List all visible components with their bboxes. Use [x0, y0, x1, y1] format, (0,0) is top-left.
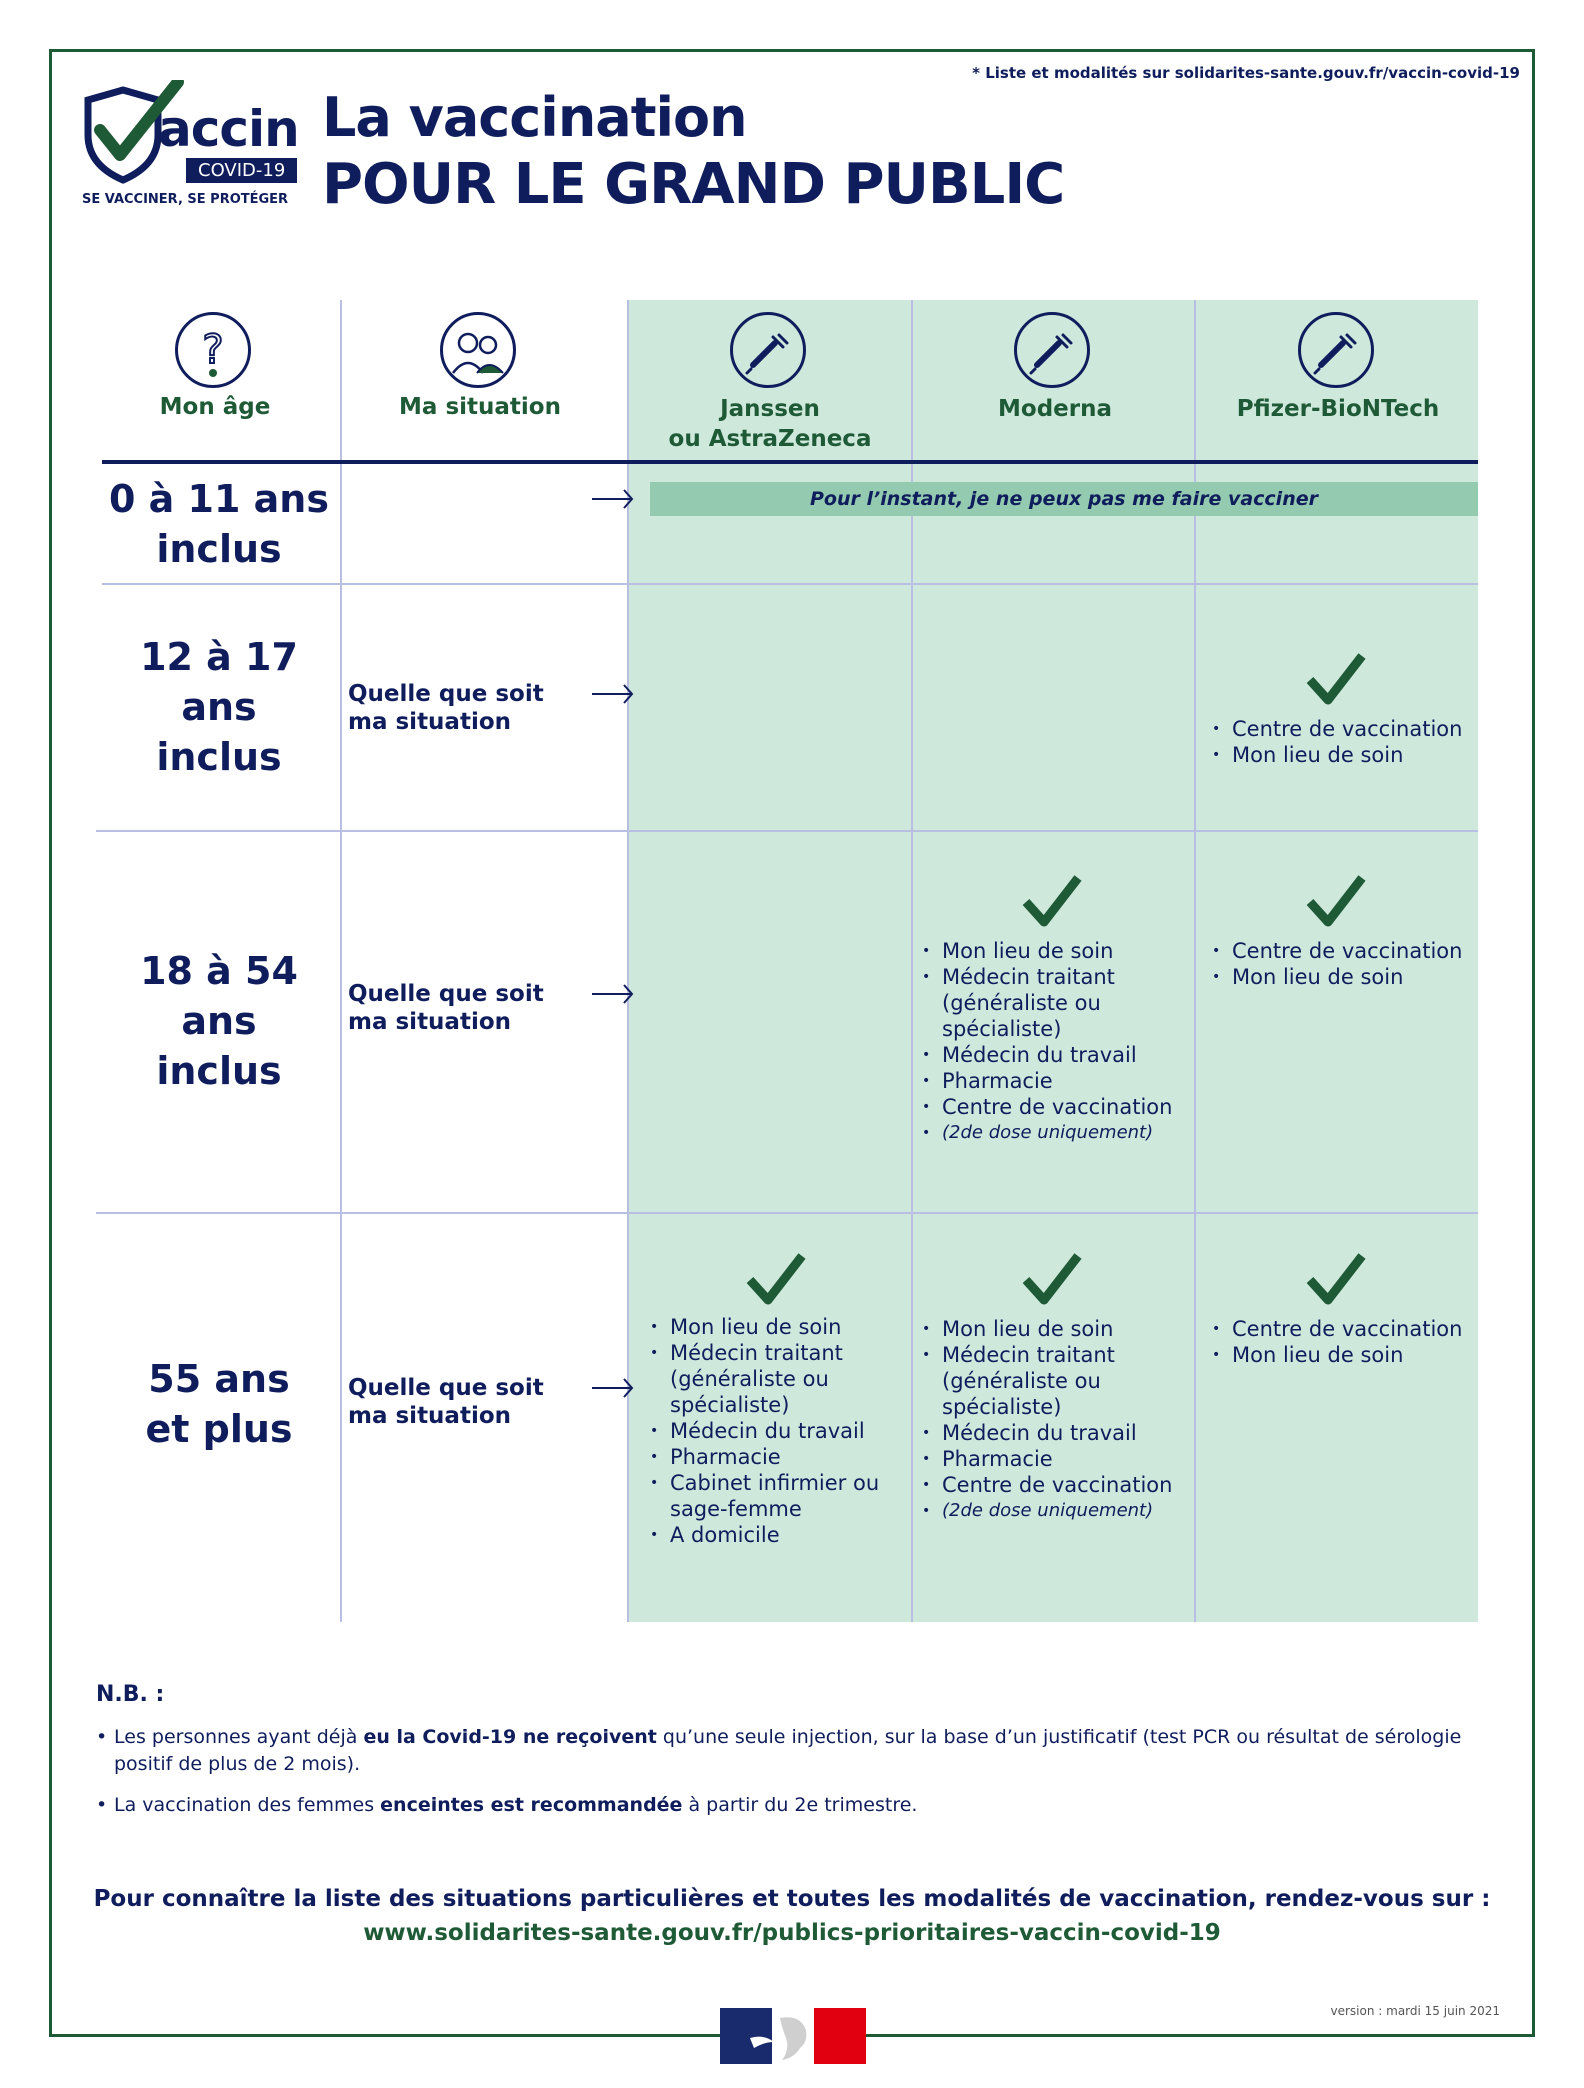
age-row-12-17: 12 à 17 ans inclus: [140, 635, 298, 779]
janssen-locations-55-plus: Mon lieu de soin Médecin traitant (génér…: [650, 1314, 910, 1548]
nb-item-pregnancy: La vaccination des femmes enceintes est …: [96, 1792, 1486, 1819]
logo-word: accin: [158, 100, 300, 158]
row-divider-2: [96, 830, 1478, 832]
nb-item-covid: Les personnes ayant déjà eu la Covid-19 …: [96, 1724, 1486, 1778]
header-moderna: Moderna: [998, 396, 1112, 422]
arrow-right-icon: [592, 489, 634, 509]
header-janssen: Janssen ou AstraZeneca: [668, 396, 872, 452]
header-divider: [102, 460, 1478, 464]
syringe-icon: [730, 312, 806, 388]
check-icon: [1306, 653, 1366, 705]
moderna-locations-55-plus: Mon lieu de soin Médecin traitant (génér…: [922, 1316, 1182, 1524]
header-pfizer: Pfizer-BioNTech: [1236, 396, 1440, 422]
moderna-locations-18-54: Mon lieu de soin Médecin traitant (génér…: [922, 938, 1182, 1146]
row-divider-1: [102, 583, 1478, 585]
vaccin-logo: accin COVID-19 SE VACCINER, SE PROTÉGER: [78, 80, 300, 210]
footer-url-link[interactable]: www.solidarites-sante.gouv.fr/publics-pr…: [363, 1920, 1221, 1946]
title-line2: POUR LE GRAND PUBLIC: [322, 152, 1065, 217]
check-icon: [1022, 1253, 1082, 1305]
republique-francaise-logo: [720, 2008, 866, 2064]
header-age: Mon âge: [159, 394, 271, 420]
age-row-0-11: 0 à 11 ans inclus: [109, 477, 329, 571]
check-icon: [746, 1253, 806, 1305]
header-situation: Ma situation: [399, 394, 561, 420]
footer-text: Pour connaître la liste des situations p…: [93, 1886, 1491, 1912]
svg-text:?: ?: [202, 327, 223, 373]
grid-vline-2: [627, 300, 629, 1622]
version-label: version : mardi 15 juin 2021: [1330, 2004, 1500, 2018]
check-icon: [1306, 1253, 1366, 1305]
grid-vline-4: [1194, 300, 1196, 1622]
grid-vline-1: [340, 300, 342, 1622]
arrow-right-icon: [592, 684, 634, 704]
arrow-right-icon: [592, 984, 634, 1004]
nb-title: N.B. :: [96, 1682, 165, 1707]
grid-vline-3: [911, 300, 913, 1622]
situation-row-12-17: Quelle que soit ma situation: [348, 681, 544, 735]
not-eligible-banner: Pour l’instant, je ne peux pas me faire …: [650, 482, 1478, 516]
title-line1: La vaccination: [322, 86, 748, 149]
people-icon: [440, 312, 516, 388]
age-row-55-plus: 55 ans et plus: [145, 1357, 293, 1451]
logo-badge: COVID-19: [186, 158, 298, 183]
pfizer-locations-18-54: Centre de vaccination Mon lieu de soin: [1212, 938, 1472, 990]
arrow-right-icon: [592, 1378, 634, 1398]
syringe-icon: [1298, 312, 1374, 388]
row-divider-3: [96, 1212, 1478, 1214]
logo-tagline: SE VACCINER, SE PROTÉGER: [82, 192, 289, 207]
situation-row-55-plus: Quelle que soit ma situation: [348, 1375, 544, 1429]
situation-row-18-54: Quelle que soit ma situation: [348, 981, 544, 1035]
pfizer-locations-12-17: Centre de vaccination Mon lieu de soin: [1212, 716, 1472, 768]
syringe-icon: [1014, 312, 1090, 388]
question-icon: ?: [175, 312, 251, 388]
top-note: * Liste et modalités sur solidarites-san…: [972, 64, 1520, 82]
age-row-18-54: 18 à 54 ans inclus: [140, 949, 298, 1093]
pfizer-locations-55-plus: Centre de vaccination Mon lieu de soin: [1212, 1316, 1472, 1368]
check-icon: [1022, 875, 1082, 927]
check-icon: [1306, 875, 1366, 927]
shield-check-icon: [84, 80, 184, 184]
